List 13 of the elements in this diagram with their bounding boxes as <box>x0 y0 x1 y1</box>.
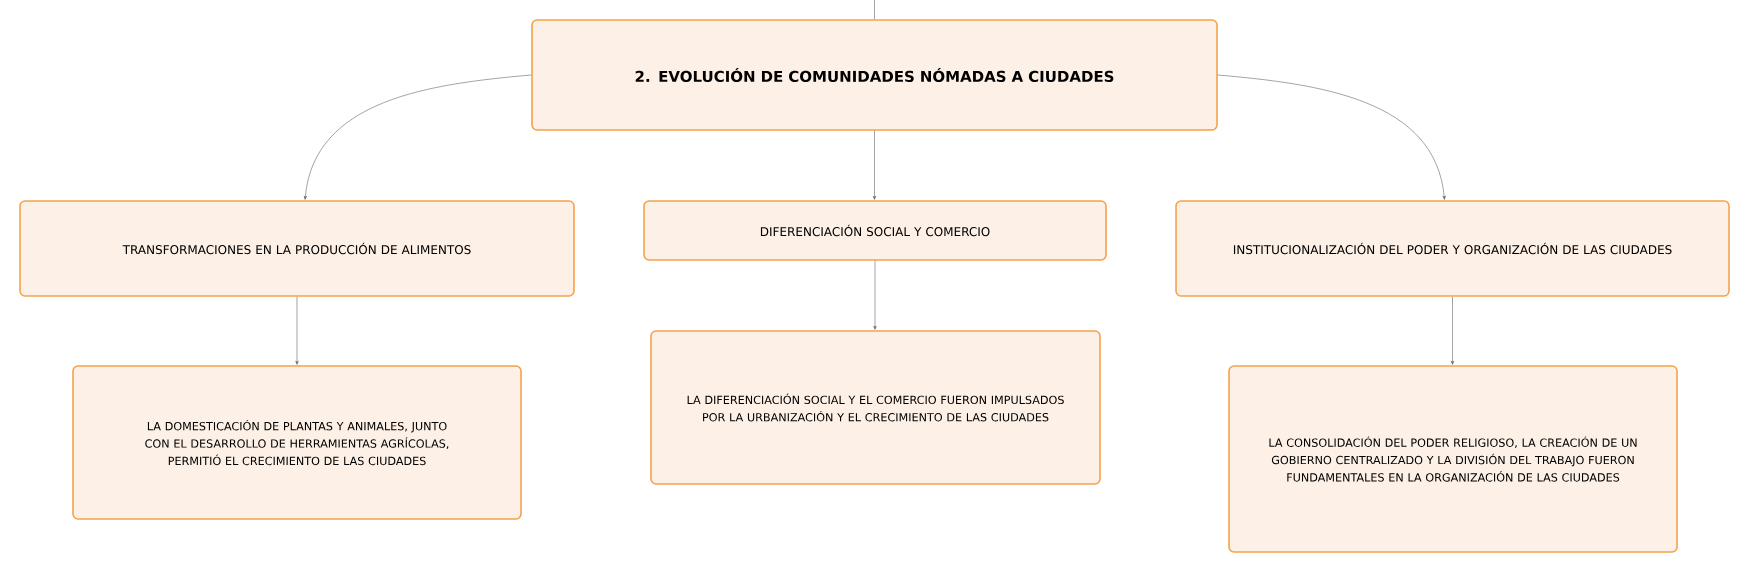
topic-box: DIFERENCIACIÓN SOCIAL Y COMERCIO <box>643 200 1107 261</box>
topic-box: INSTITUCIONALIZACIÓN DEL PODER Y ORGANIZACIÓN DE LAS CIUDADES <box>1175 200 1730 297</box>
arrow <box>303 74 532 200</box>
arrow <box>295 296 299 365</box>
title-box: 2. EVOLUCIÓN DE COMUNIDADES NÓMADAS A CIUDADES <box>531 19 1218 131</box>
description-box: LA CONSOLIDACIÓN DEL PODER RELIGIOSO, LA CREACIÓN DE UN GOBIERNO CENTRALIZADO Y LA DIVISIÓN DEL TRABAJO FUERON FUNDAMENTALES EN LA ORGANIZACIÓN DE LAS CIUDADES <box>1228 365 1678 553</box>
arrow <box>872 130 877 200</box>
topic-box: TRANSFORMACIONES EN LA PRODUCCIÓN DE ALIMENTOS <box>19 200 575 297</box>
description-box: LA DIFERENCIACIÓN SOCIAL Y EL COMERCIO FUERON IMPULSADOS POR LA URBANIZACIÓN Y EL CRECIMIENTO DE LAS CIUDADES <box>650 330 1101 485</box>
arrow <box>1450 296 1455 365</box>
arrow <box>873 260 877 330</box>
arrow <box>1217 74 1446 200</box>
description-box: LA DOMESTICACIÓN DE PLANTAS Y ANIMALES, JUNTO CON EL DESARROLLO DE HERRAMIENTAS AGRÍCOLAS, PERMITIÓ EL CRECIMIENTO DE LAS CIUDADES <box>72 365 522 520</box>
